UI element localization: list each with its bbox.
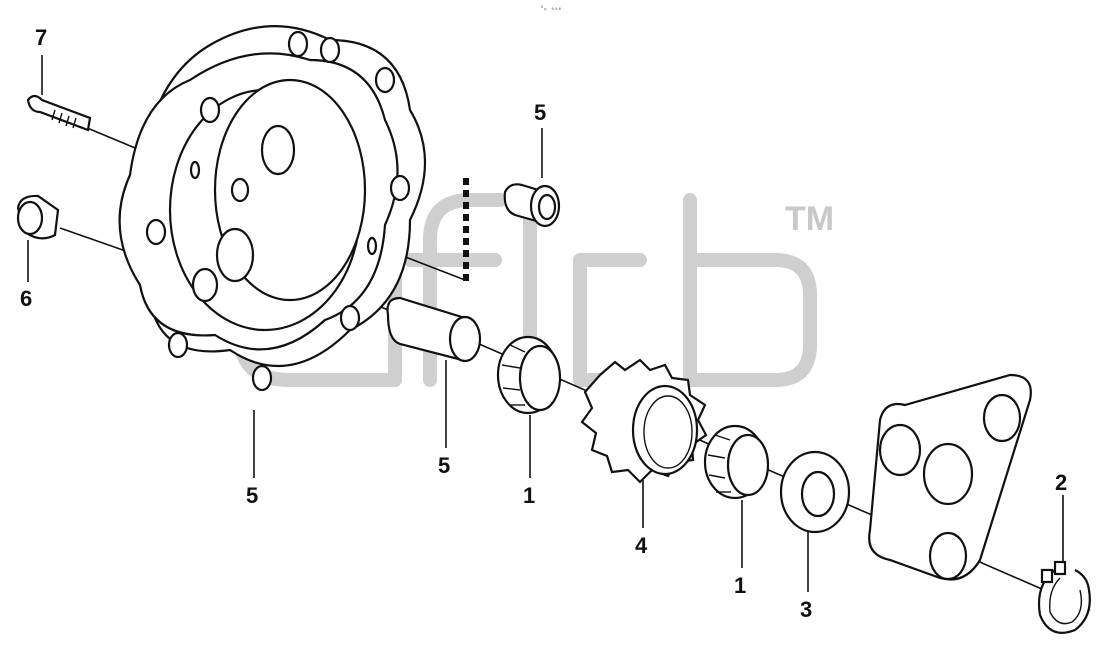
callout-1-left: 1 (523, 483, 535, 508)
needle-bearing-left (496, 335, 562, 415)
pin (386, 296, 482, 363)
gear (580, 358, 708, 484)
callout-7: 7 (35, 25, 47, 50)
plug (16, 194, 60, 240)
watermark-tm: TM (785, 200, 834, 238)
retaining-ring (1037, 560, 1091, 634)
callout-3: 3 (800, 597, 812, 622)
callout-5-bushing: 5 (534, 100, 546, 125)
callout-6: 6 (20, 286, 32, 311)
triangular-plate (868, 373, 1032, 581)
bushing (503, 183, 561, 228)
callout-2: 2 (1055, 470, 1067, 495)
housing-flange (118, 25, 426, 392)
callout-5-pin: 5 (438, 453, 450, 478)
callout-4: 4 (635, 533, 648, 558)
needle-bearing-right (703, 424, 770, 500)
washer (779, 450, 851, 534)
callout-1-right: 1 (734, 573, 746, 598)
header-code: ⁰ₚ ₀₀₀ (540, 5, 562, 12)
callout-5-flange: 5 (246, 483, 258, 508)
callout-labels: 7 6 5 5 5 1 4 1 3 2 (20, 25, 1067, 622)
countersunk-screw (26, 94, 92, 132)
